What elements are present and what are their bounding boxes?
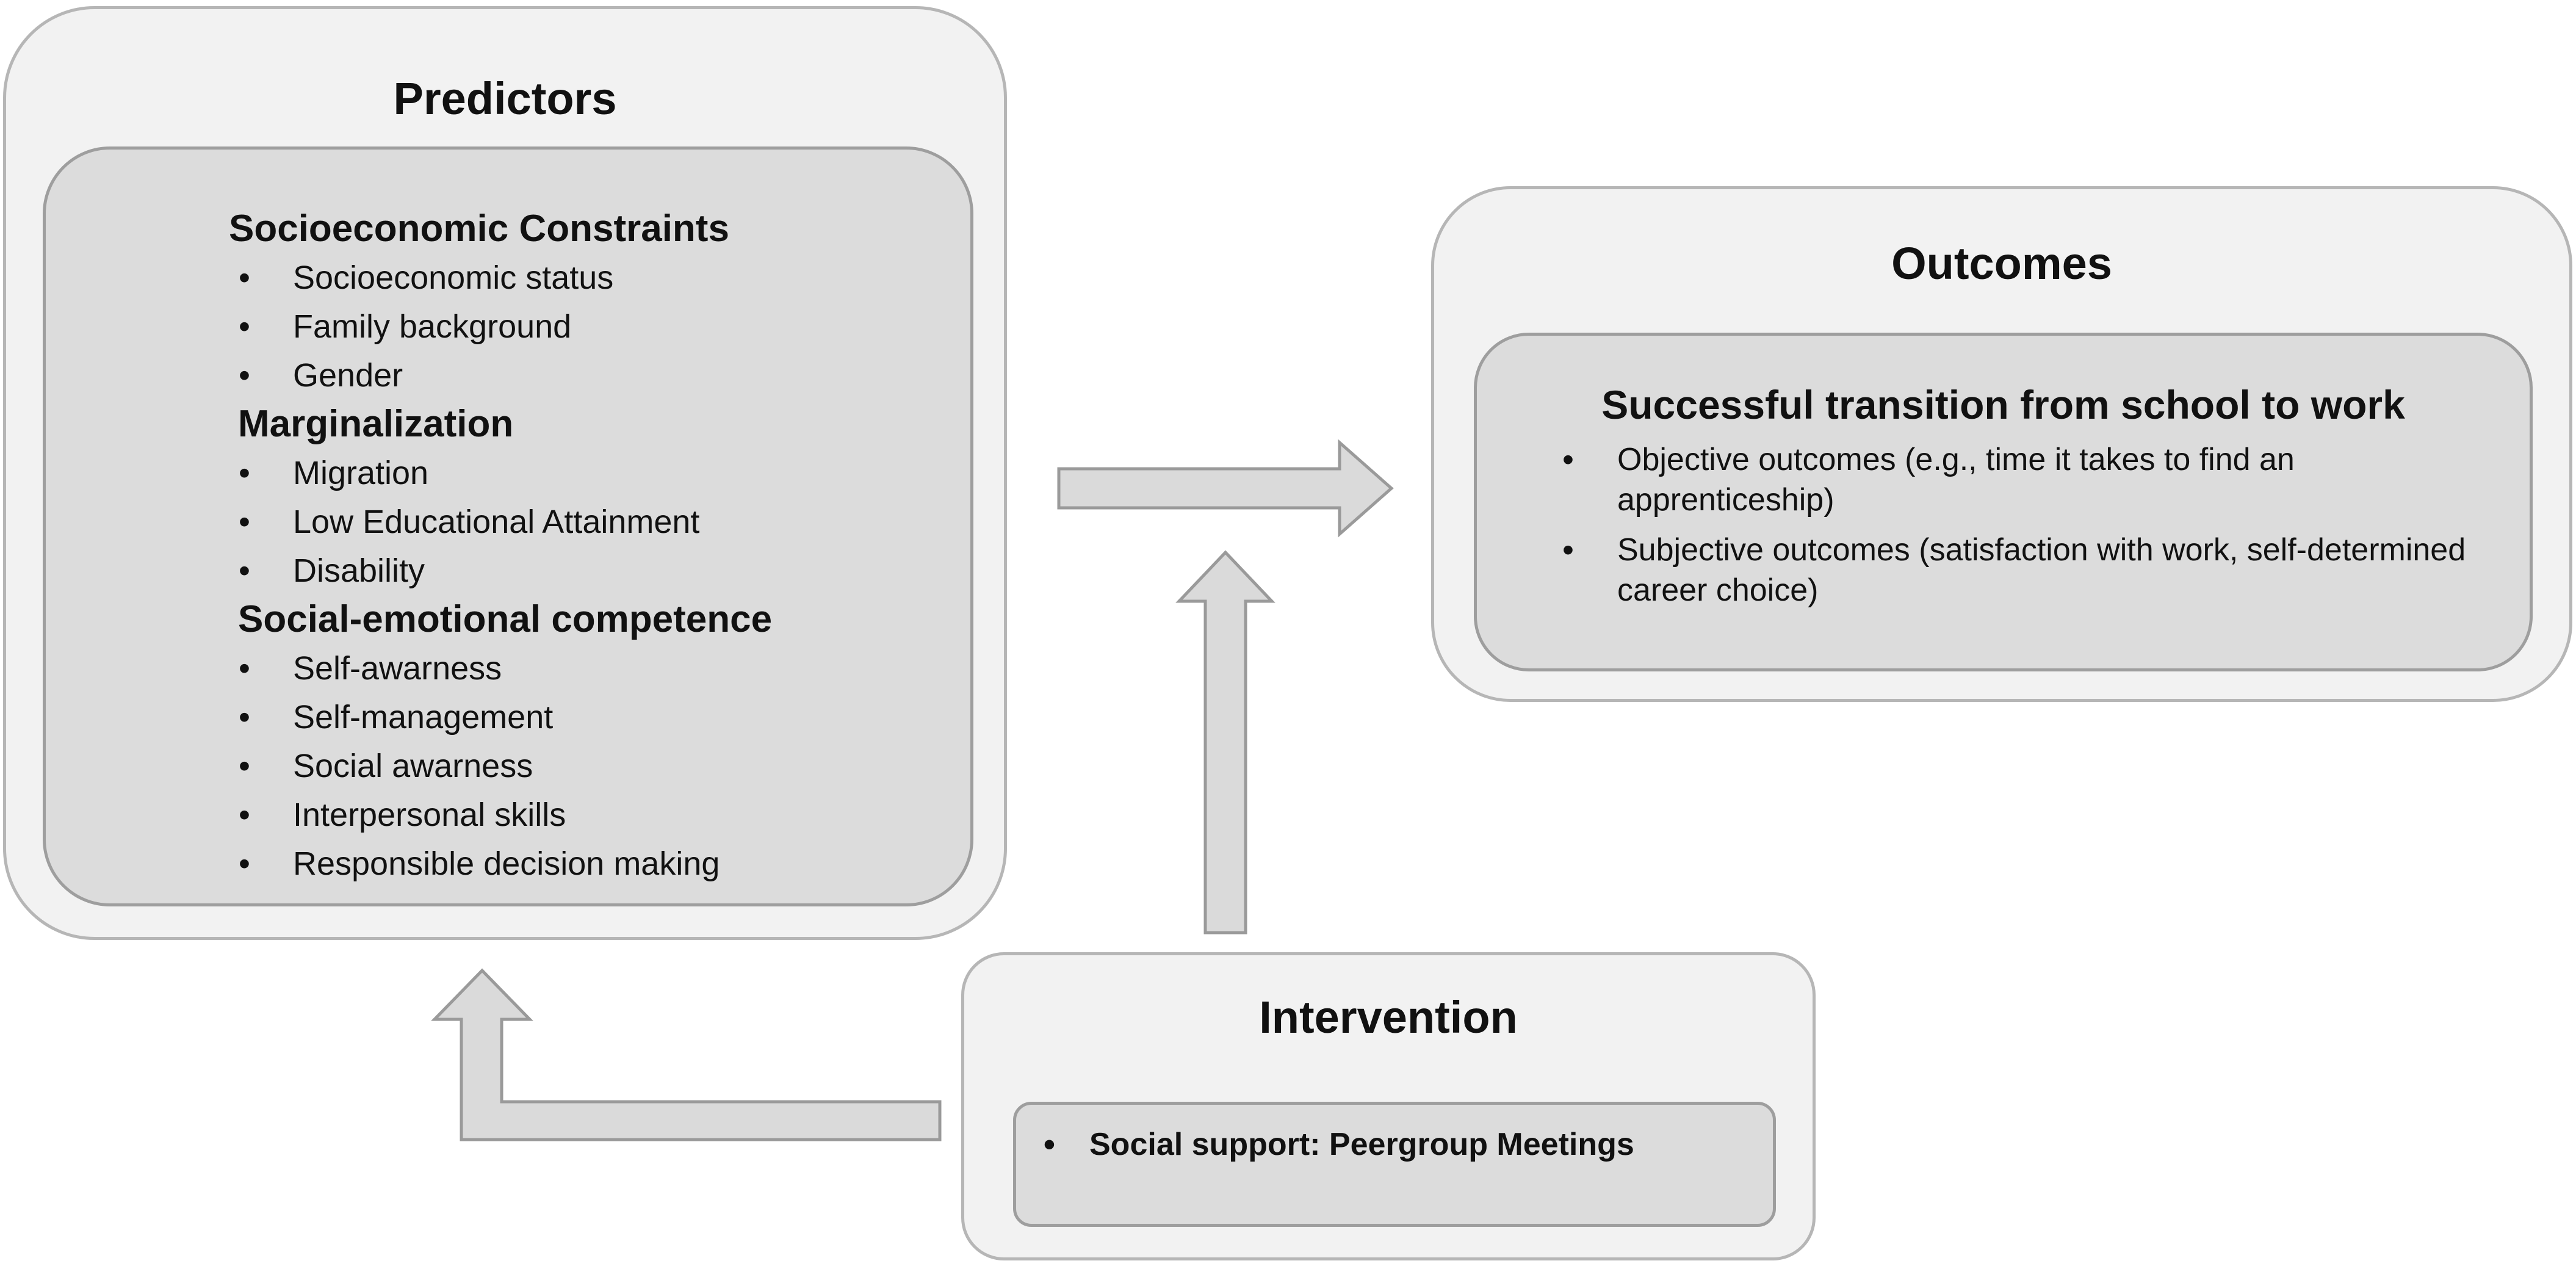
list-item: •Disability <box>229 546 772 595</box>
group-heading-socioeconomic: Socioeconomic Constraints <box>229 208 729 250</box>
outcomes-title: Outcomes <box>1891 238 2112 289</box>
bullet-icon: • <box>239 504 250 540</box>
list-item: •Responsible decision making <box>229 839 772 888</box>
bullet-icon: • <box>1044 1126 1055 1163</box>
predictors-box: Predictors Socioeconomic Constraints •So… <box>3 6 1007 940</box>
intervention-inner-box: •Social support: Peergroup Meetings <box>1013 1102 1776 1227</box>
intervention-title: Intervention <box>1259 992 1518 1043</box>
bullet-icon: • <box>239 308 250 345</box>
list-item: •Self-management <box>229 693 772 742</box>
bullet-icon: • <box>239 455 250 491</box>
bullet-icon: • <box>1562 532 1574 568</box>
list-item: •Objective outcomes (e.g., time it takes… <box>1520 439 2505 520</box>
intervention-box: Intervention •Social support: Peergroup … <box>961 952 1816 1260</box>
bullet-icon: • <box>239 650 250 687</box>
predictors-title: Predictors <box>393 73 617 124</box>
outcomes-box: Outcomes Successful transition from scho… <box>1431 186 2572 702</box>
bullet-icon: • <box>239 357 250 394</box>
predictors-list: Socioeconomic Constraints •Socioeconomic… <box>229 204 772 888</box>
bullet-icon: • <box>239 259 250 296</box>
list-item: •Low Educational Attainment <box>229 497 772 546</box>
list-item: •Gender <box>229 351 772 400</box>
predictors-to-outcomes-arrow <box>1057 439 1394 538</box>
predictors-inner-box: Socioeconomic Constraints •Socioeconomic… <box>43 146 973 906</box>
bullet-icon: • <box>239 797 250 833</box>
marginalization-list: •Migration •Low Educational Attainment •… <box>229 449 772 595</box>
list-item: •Social awarness <box>229 742 772 790</box>
bullet-icon: • <box>239 748 250 784</box>
list-item: •Self-awarness <box>229 644 772 693</box>
social-emotional-list: •Self-awarness •Self-management •Social … <box>229 644 772 888</box>
bullet-icon: • <box>239 552 250 589</box>
group-heading-social-emotional: Social-emotional competence <box>238 598 773 640</box>
group-heading-marginalization: Marginalization <box>238 403 514 445</box>
intervention-list: •Social support: Peergroup Meetings <box>1041 1123 1634 1166</box>
intervention-to-predictors-arrow <box>431 968 942 1141</box>
bullet-icon: • <box>239 845 250 882</box>
list-item: •Migration <box>229 449 772 497</box>
outcomes-inner-box: Successful transition from school to wor… <box>1474 333 2533 671</box>
list-item: •Family background <box>229 302 772 351</box>
list-item: •Social support: Peergroup Meetings <box>1041 1123 1634 1166</box>
outcomes-heading: Successful transition from school to wor… <box>1601 382 2405 427</box>
list-item: •Interpersonal skills <box>229 790 772 839</box>
list-item: •Socioeconomic status <box>229 253 772 302</box>
outcomes-list: •Objective outcomes (e.g., time it takes… <box>1520 439 2505 610</box>
socioeconomic-list: •Socioeconomic status •Family background… <box>229 253 772 400</box>
bullet-icon: • <box>1562 441 1574 478</box>
intervention-to-outcomes-arrow <box>1175 550 1275 935</box>
list-item: •Subjective outcomes (satisfaction with … <box>1520 530 2505 610</box>
bullet-icon: • <box>239 699 250 736</box>
